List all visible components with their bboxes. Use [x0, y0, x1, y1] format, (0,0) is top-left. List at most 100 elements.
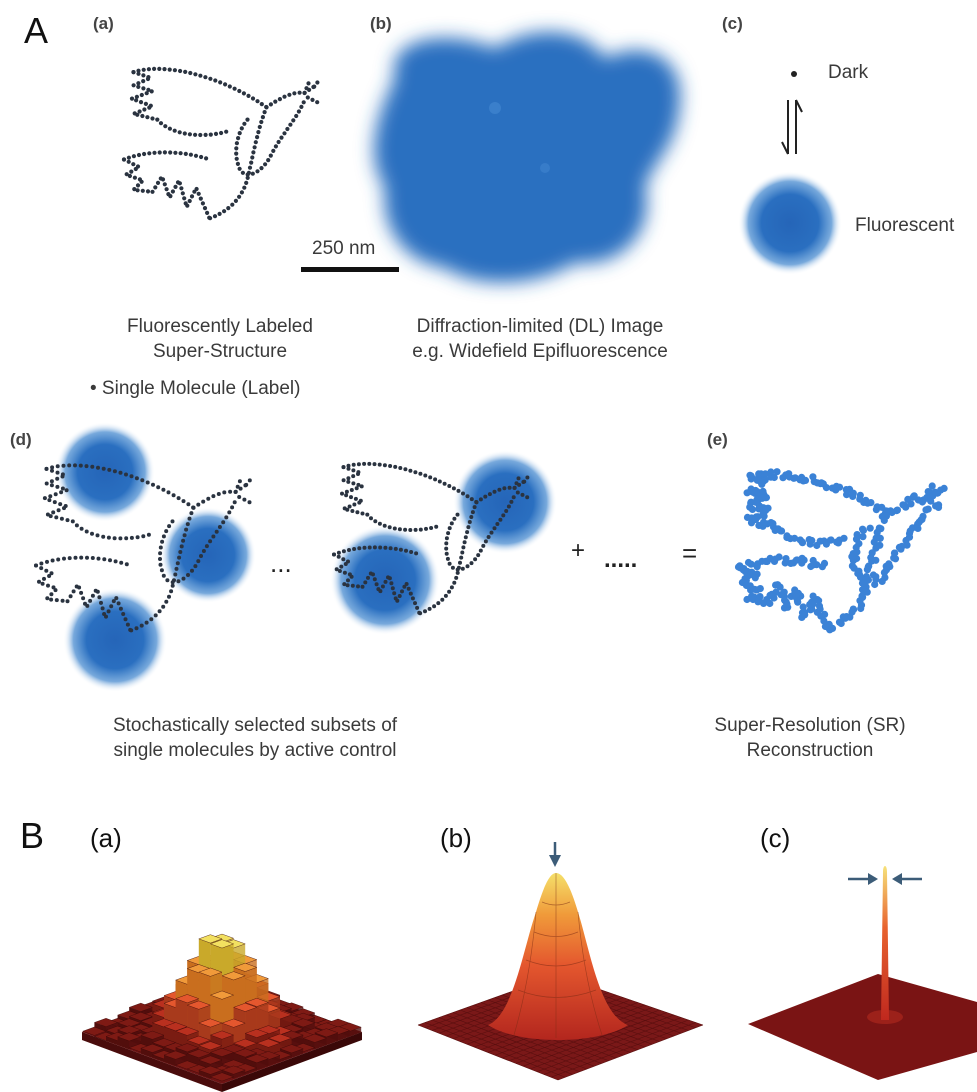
label-dot	[352, 547, 356, 551]
label-dot	[206, 497, 210, 501]
label-dot	[278, 97, 282, 101]
label-dot	[69, 594, 73, 598]
label-dot	[436, 601, 440, 605]
label-dot	[90, 532, 94, 536]
label-dot	[88, 599, 92, 603]
label-dot	[279, 136, 283, 140]
label-dot	[34, 564, 38, 568]
label-dot	[836, 619, 843, 626]
label-dot	[411, 596, 415, 600]
label-dot	[504, 509, 508, 513]
label-dot	[351, 481, 355, 485]
label-dot	[151, 483, 155, 487]
label-dot	[242, 91, 246, 95]
label-dot	[941, 485, 948, 492]
label-dot	[251, 150, 255, 154]
caption-e-line2: Reconstruction	[690, 738, 930, 763]
label-dot	[488, 492, 492, 496]
label-dot	[158, 551, 162, 555]
label-dot	[440, 598, 444, 602]
label-dot	[294, 114, 298, 118]
label-dot	[285, 127, 289, 131]
dark-state-dot	[791, 71, 797, 77]
label-dot	[176, 579, 180, 583]
label-dot	[131, 70, 135, 74]
caption-d-line2: single molecules by active control	[65, 738, 445, 763]
label-dot	[101, 606, 105, 610]
label-dot	[199, 197, 203, 201]
label-dot	[147, 533, 151, 537]
label-dot	[41, 582, 45, 586]
label-dot	[352, 463, 356, 467]
label-dot	[244, 483, 248, 487]
label-dot	[304, 86, 308, 90]
label-dot	[48, 494, 52, 498]
label-dot	[240, 190, 244, 194]
label-dot	[165, 578, 169, 582]
dove-dot-structure	[100, 50, 340, 250]
label-dot	[919, 513, 926, 520]
label-dot	[173, 68, 177, 72]
label-dot	[129, 170, 133, 174]
label-dot	[755, 470, 762, 477]
label-dot	[42, 577, 46, 581]
label-dot	[371, 572, 375, 576]
label-dot	[342, 549, 346, 553]
label-dot	[310, 98, 314, 102]
label-dot	[175, 567, 179, 571]
label-dot	[56, 558, 60, 562]
label-dot	[159, 546, 163, 550]
label-dot	[857, 605, 864, 612]
label-dot	[375, 582, 379, 586]
label-dot	[444, 594, 448, 598]
label-dot	[37, 580, 41, 584]
label-dot	[418, 472, 422, 476]
panel-a-label: (a)	[93, 14, 114, 34]
label-dot	[193, 133, 197, 137]
label-dot	[183, 533, 187, 537]
label-dot	[150, 89, 154, 93]
label-dot	[259, 166, 263, 170]
label-dot	[404, 549, 408, 553]
label-dot	[169, 589, 173, 593]
label-dot	[354, 497, 358, 501]
label-dot	[264, 105, 268, 109]
label-dot	[162, 534, 166, 538]
label-dot	[133, 176, 137, 180]
label-dot	[250, 155, 254, 159]
label-dot	[235, 157, 239, 161]
label-dot	[251, 172, 255, 176]
label-dot	[181, 539, 185, 543]
label-dot	[184, 152, 188, 156]
label-dot	[196, 559, 200, 563]
label-dot	[413, 601, 417, 605]
label-dot	[466, 494, 470, 498]
label-dot	[233, 500, 237, 504]
equals-sign: =	[682, 538, 697, 569]
label-dot	[182, 499, 186, 503]
label-dot	[113, 536, 117, 540]
label-dot	[891, 550, 898, 557]
label-dot	[205, 211, 209, 215]
label-dot	[167, 490, 171, 494]
label-dot	[109, 604, 113, 608]
label-dot	[122, 157, 126, 161]
label-dot	[403, 528, 407, 532]
label-dot	[445, 536, 449, 540]
label-dot	[446, 557, 450, 561]
label-dot	[245, 118, 249, 122]
label-dot	[171, 519, 175, 523]
label-dot	[178, 550, 182, 554]
label-dot	[173, 129, 177, 133]
label-dot	[248, 500, 252, 504]
label-dot	[113, 469, 117, 473]
sr-reconstruction	[715, 455, 960, 655]
label-dot	[456, 513, 460, 517]
label-dot	[96, 466, 100, 470]
label-dot	[197, 192, 201, 196]
label-dot	[465, 530, 469, 534]
label-dot	[235, 141, 239, 145]
label-dot	[428, 607, 432, 611]
label-dot	[383, 524, 387, 528]
label-dot	[228, 84, 232, 88]
